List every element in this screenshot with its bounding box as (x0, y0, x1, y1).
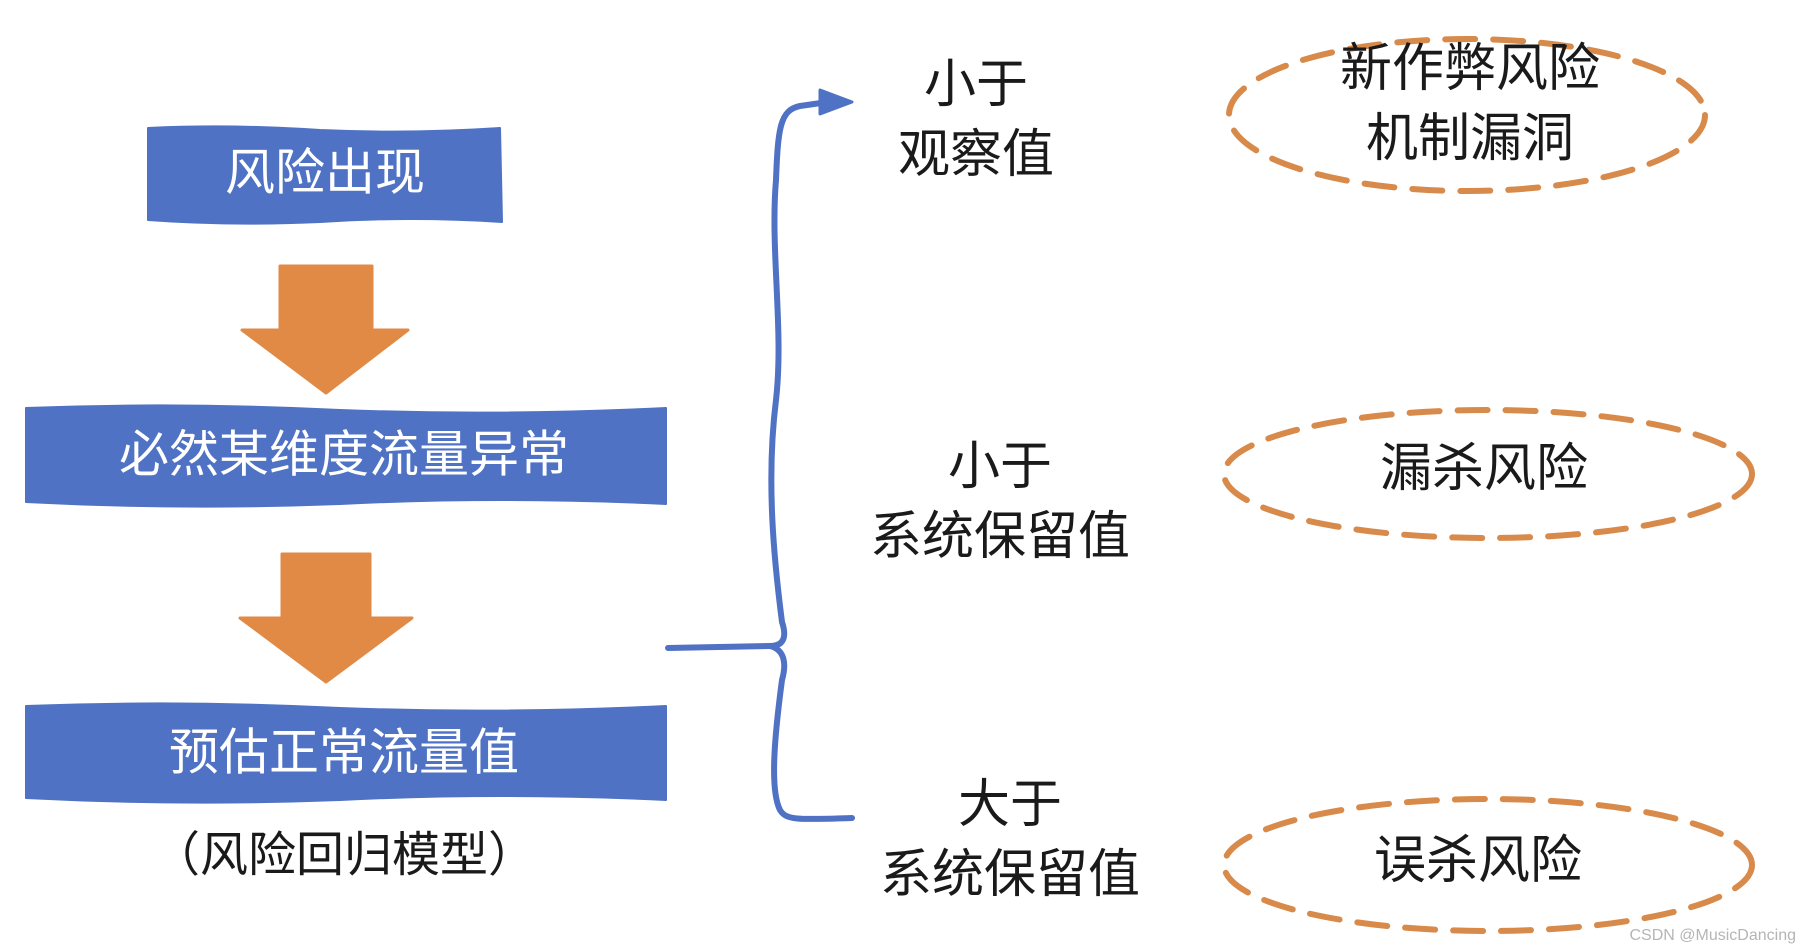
branch-3-result-ellipse (1221, 796, 1755, 934)
step-estimate-normal-traffic-label: 预估正常流量值 (169, 724, 519, 782)
branch-brace (665, 99, 831, 651)
step-traffic-anomaly: 必然某维度流量异常 (25, 404, 667, 508)
branch-1-result-line2: 机制漏洞 (1366, 109, 1574, 169)
branch-3-condition-line2: 系统保留值 (880, 845, 1140, 905)
branch-2: 小于 系统保留值 漏杀风险 (870, 407, 1755, 567)
branch-3-condition-line1: 大于 (958, 775, 1062, 835)
branch-2-result-line1: 漏杀风险 (1380, 439, 1588, 499)
model-caption: （风险回归模型） (152, 827, 536, 883)
branch-1-condition-line2: 观察值 (898, 125, 1054, 185)
branch-1-condition-line1: 小于 (924, 55, 1028, 115)
branch-2-condition-line2: 系统保留值 (870, 507, 1130, 567)
branch-1: 小于 观察值 新作弊风险 机制漏洞 (898, 36, 1708, 194)
step-estimate-normal-traffic-box (25, 702, 667, 804)
branch-2-condition-line1: 小于 (948, 437, 1052, 497)
down-arrow-1-icon (240, 264, 410, 395)
step-risk-appears-label: 风险出现 (225, 144, 425, 202)
branch-2-result-ellipse (1221, 407, 1755, 541)
branch-3: 大于 系统保留值 误杀风险 (880, 775, 1755, 934)
csdn-watermark: CSDN @MusicDancing (1629, 927, 1796, 944)
branch-brace-lower (767, 643, 855, 823)
branch-arrowhead-icon (818, 88, 854, 116)
branch-1-result-line1: 新作弊风险 (1340, 39, 1600, 99)
step-estimate-normal-traffic: 预估正常流量值 (25, 702, 667, 804)
branch-3-result-line1: 误杀风险 (1374, 831, 1582, 891)
step-traffic-anomaly-box (25, 404, 667, 508)
step-risk-appears-box (147, 125, 503, 225)
down-arrow-2-icon (238, 552, 414, 684)
step-traffic-anomaly-label: 必然某维度流量异常 (119, 426, 569, 484)
step-risk-appears: 风险出现 (147, 125, 503, 225)
branch-1-result-ellipse (1226, 36, 1708, 194)
